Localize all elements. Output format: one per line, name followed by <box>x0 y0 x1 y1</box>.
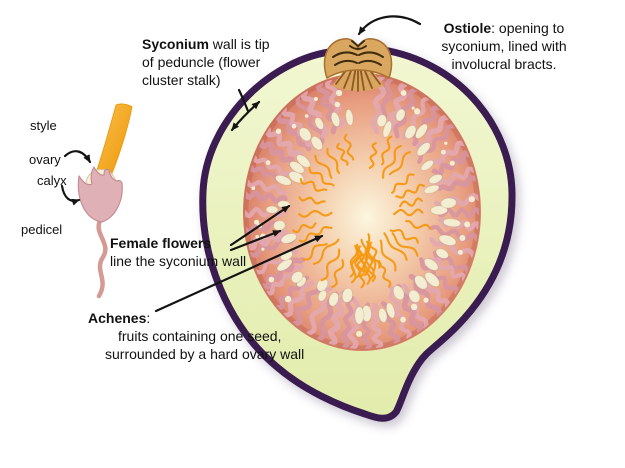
achenes-line1: Achenes: <box>88 310 151 326</box>
arrow-calyx <box>60 184 81 206</box>
female-flowers-line2: line the syconium wall <box>110 253 247 269</box>
fig-interior-decoration <box>245 75 479 349</box>
fig-graphic <box>199 38 516 422</box>
ostiole-graphic <box>323 38 393 92</box>
syconium-line3: cluster stalk) <box>142 72 221 88</box>
flower-pedicel <box>96 216 108 299</box>
label-calyx: calyx <box>37 173 67 188</box>
arrow-ostiole <box>357 15 422 36</box>
ostiole-line3: involucral bracts. <box>451 56 557 72</box>
label-achenes: Achenes: fruits containing one seed, sur… <box>88 309 304 363</box>
annotation-arrows <box>60 15 422 313</box>
ostiole-line1: Ostiole: opening to <box>443 20 565 36</box>
arrow-ovary <box>63 150 92 164</box>
label-syconium: Syconium wall is tip of peduncle (flower… <box>142 35 270 89</box>
styles-group <box>291 133 432 289</box>
flower-style <box>94 103 133 184</box>
label-ovary: ovary <box>29 152 61 167</box>
label-ostiole: Ostiole: opening to syconium, lined with… <box>414 19 594 73</box>
label-female-flowers: Female flowers line the syconium wall <box>110 234 246 270</box>
achenes-line3: surrounded by a hard ovary wall <box>105 346 305 362</box>
label-style: style <box>30 118 57 133</box>
syconium-line1: Syconium wall is tip <box>142 36 270 52</box>
achenes-group <box>251 89 475 337</box>
flower-illustration <box>77 103 133 299</box>
ostiole-line2: syconium, lined with <box>441 38 567 54</box>
achenes-line2: fruits containing one seed, <box>118 328 282 344</box>
arrow-female-flowers-2 <box>229 229 282 252</box>
female-flowers-term: Female flowers <box>110 235 212 251</box>
arrow-achenes <box>154 234 324 313</box>
label-pedicel: pedicel <box>21 222 63 237</box>
flower-calyx <box>77 166 123 223</box>
arrow-syconium-wall <box>230 100 261 132</box>
arrow-female-flowers-1 <box>229 204 291 247</box>
syconium-line2: of peduncle (flower <box>142 54 261 70</box>
